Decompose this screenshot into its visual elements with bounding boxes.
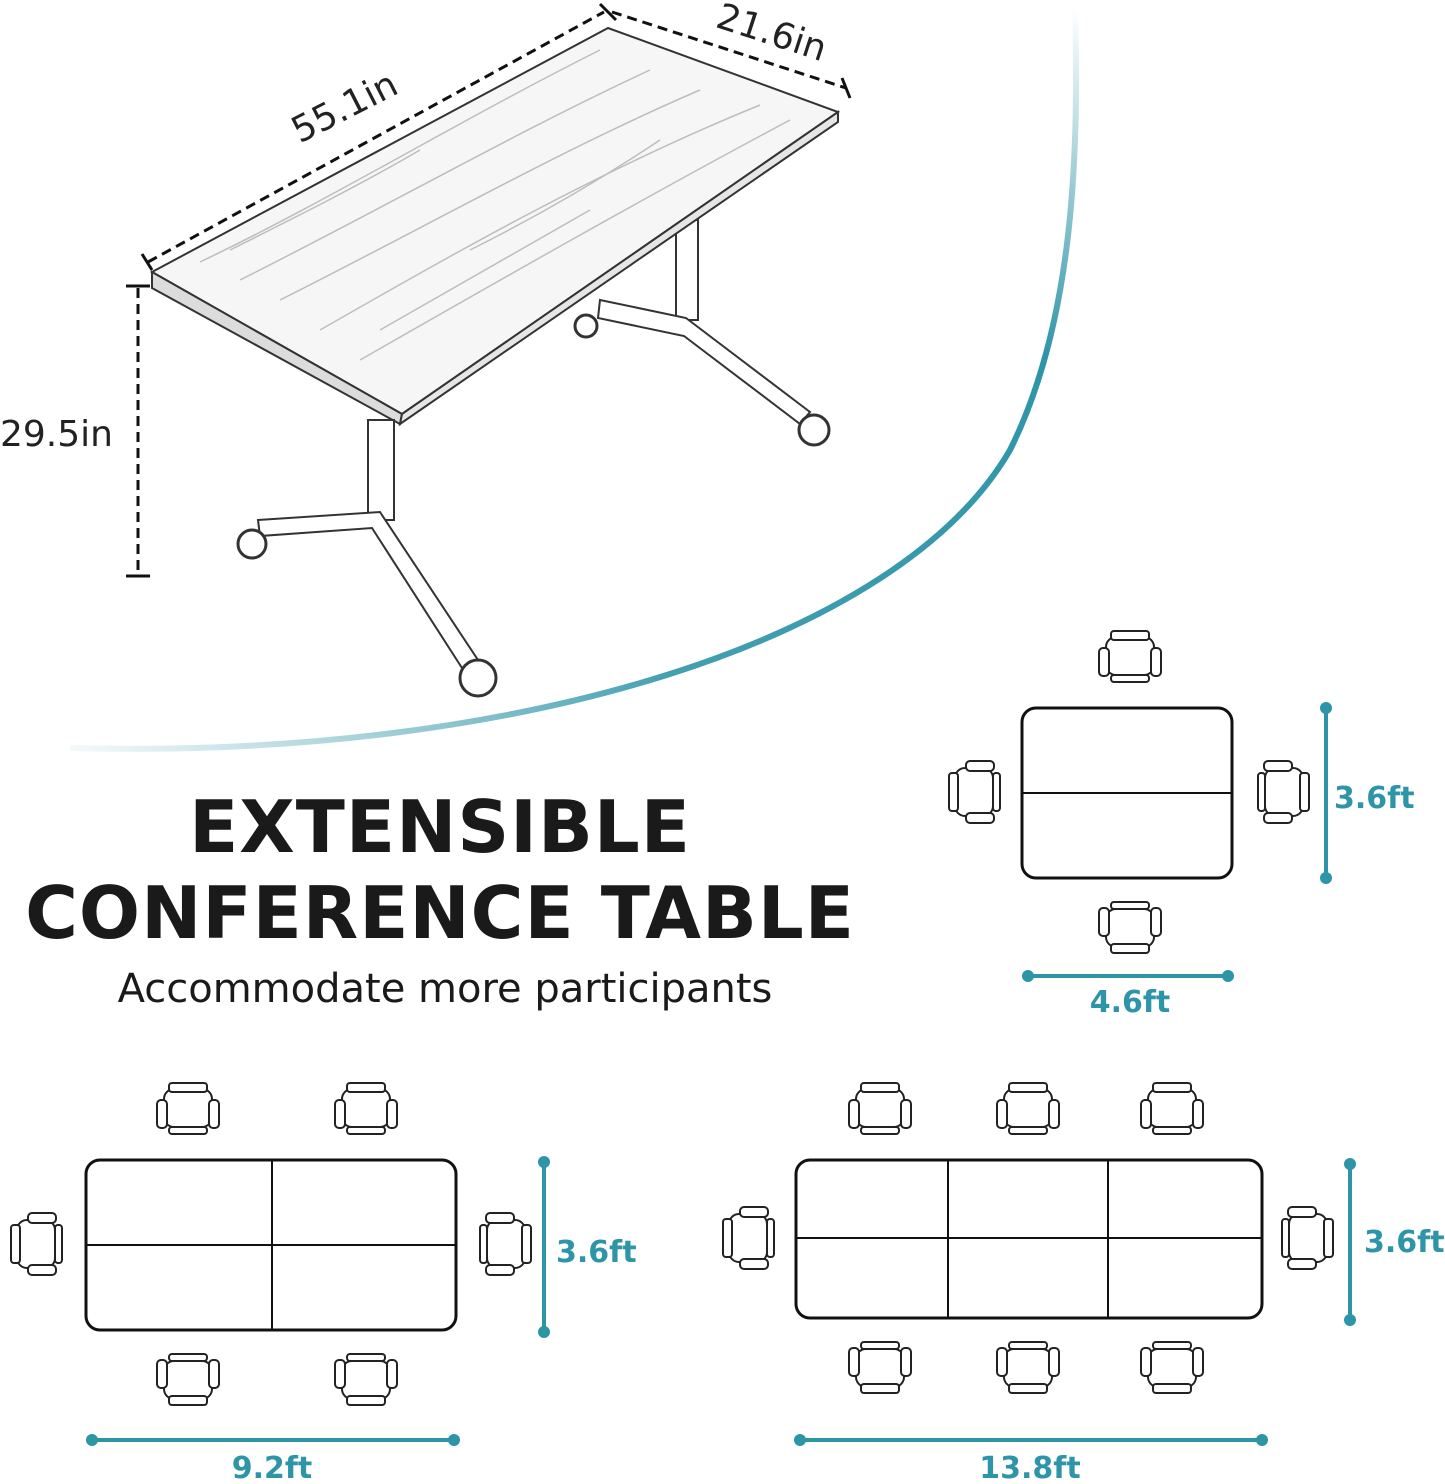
height-dimension-label: 29.5in	[0, 414, 113, 455]
chair	[334, 1353, 398, 1406]
layout-4-tables: 3.6ft 9.2ft	[10, 1082, 637, 1484]
width-label: 9.2ft	[232, 1451, 313, 1484]
depth-label: 3.6ft	[1364, 1225, 1445, 1260]
chair	[1140, 1082, 1204, 1135]
headline-line-1: EXTENSIBLE	[189, 785, 691, 869]
table-illustration	[149, 26, 841, 698]
accent-dimension	[86, 1156, 550, 1446]
subtitle: Accommodate more participants	[117, 966, 773, 1012]
headline-line-2: CONFERENCE TABLE	[25, 871, 855, 955]
chair	[156, 1353, 220, 1406]
chair	[156, 1082, 220, 1135]
width-label: 13.8ft	[979, 1451, 1080, 1484]
chair	[1140, 1341, 1204, 1394]
chair	[1098, 901, 1162, 954]
chair	[1281, 1206, 1334, 1270]
chair	[10, 1212, 63, 1276]
width-label: 4.6ft	[1090, 985, 1171, 1020]
chair	[848, 1082, 912, 1135]
depth-label: 3.6ft	[1334, 781, 1415, 816]
chair	[948, 760, 1001, 824]
chair	[1098, 630, 1162, 683]
chair	[996, 1341, 1060, 1394]
dimension-lines	[126, 2, 852, 578]
chair	[479, 1212, 532, 1276]
chair	[1257, 760, 1310, 824]
accent-dimension	[1022, 702, 1332, 982]
width-dimension-label: 21.6in	[711, 0, 831, 70]
chair	[722, 1206, 775, 1270]
accent-dimension	[794, 1158, 1356, 1446]
layout-2-tables: 3.6ft 4.6ft	[948, 630, 1415, 1020]
depth-label: 3.6ft	[556, 1235, 637, 1270]
accent-arc	[69, 9, 1080, 752]
length-dimension-label: 55.1in	[285, 64, 404, 152]
chair	[848, 1341, 912, 1394]
chair	[334, 1082, 398, 1135]
chair	[996, 1082, 1060, 1135]
layout-6-tables: 3.6ft 13.8ft	[722, 1082, 1445, 1484]
